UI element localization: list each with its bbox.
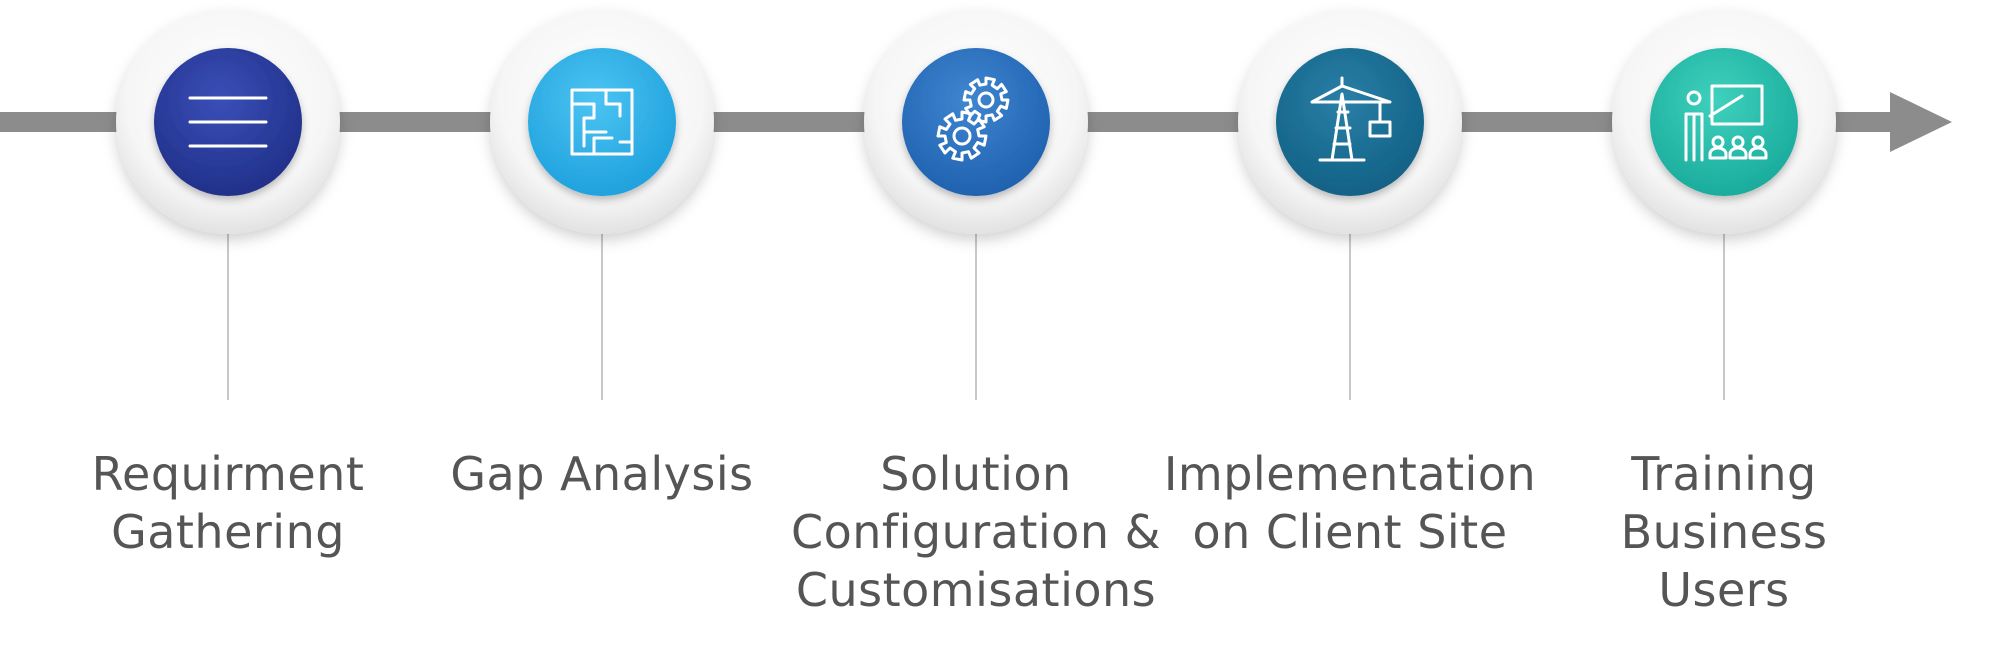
step-label: Training Business Users — [1620, 447, 1828, 617]
step-node — [116, 10, 340, 234]
gears-icon — [936, 76, 1010, 162]
step-label: Requirment Gathering — [91, 447, 365, 559]
step-node — [490, 10, 714, 234]
step-label: Implementation on Client Site — [1163, 447, 1537, 559]
step-node — [864, 10, 1088, 234]
step-label: Solution Configuration & Customisations — [791, 447, 1161, 617]
step-disc — [1276, 48, 1424, 196]
step-label: Gap Analysis — [450, 447, 754, 501]
crane-icon — [1310, 76, 1392, 162]
presentation-icon — [1684, 84, 1768, 162]
maze-icon — [570, 88, 634, 156]
step-disc — [1650, 48, 1798, 196]
step-node — [1238, 10, 1462, 234]
step-node — [1612, 10, 1836, 234]
lines-icon — [188, 96, 268, 148]
step-disc — [528, 48, 676, 196]
timeline-arrowhead — [1890, 92, 1952, 152]
